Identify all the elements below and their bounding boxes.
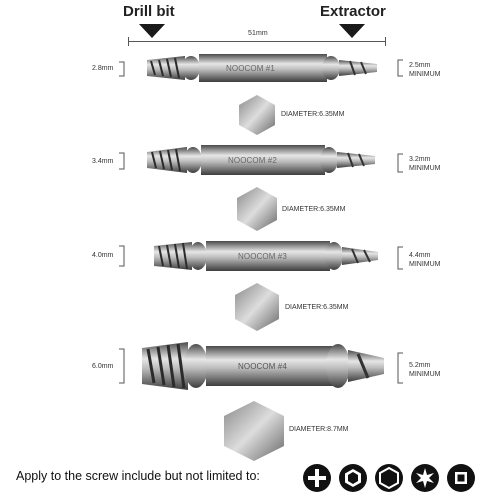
bit-3-brand: NOOCOM #3	[238, 252, 287, 261]
bit-4-right-bracket	[397, 352, 403, 384]
square-icon	[447, 464, 475, 492]
bit-2-diameter: DIAMETER:6.35MM	[282, 206, 346, 213]
bit-2-left-size: 3.4mm	[92, 158, 114, 165]
bit-4-diameter: DIAMETER:8.7MM	[289, 426, 349, 433]
hex-outline-icon	[375, 464, 403, 492]
bit-2-brand: NOOCOM #2	[228, 156, 277, 165]
bit-1-hex-icon	[239, 95, 275, 135]
bit-2-image	[147, 145, 375, 175]
bit-1-right-size: 2.5mm	[409, 62, 431, 69]
drill-bit-header: Drill bit	[123, 3, 175, 20]
bit-3-left-bracket	[119, 245, 125, 267]
torx-icon	[411, 464, 439, 492]
bit-3-right-size: 4.4mm	[409, 252, 431, 259]
bit-4-brand: NOOCOM #4	[238, 362, 287, 371]
bit-3-right-bracket	[397, 246, 403, 270]
phillips-icon	[303, 464, 331, 492]
bit-2-left-bracket	[119, 152, 125, 170]
drill-bit-arrow-icon	[139, 24, 165, 38]
length-tick-left	[128, 37, 129, 46]
bit-2-hex-icon	[237, 187, 277, 231]
bit-3-hex-icon	[235, 283, 279, 331]
bit-4-right-label: MINIMUM	[409, 371, 441, 378]
bit-4-left-size: 6.0mm	[92, 363, 114, 370]
bit-2-right-size: 3.2mm	[409, 156, 431, 163]
bit-1-brand: NOOCOM #1	[226, 64, 275, 73]
length-dimension-line	[128, 41, 386, 42]
bit-1-diameter: DIAMETER:6.35MM	[281, 111, 345, 118]
bit-1-left-bracket	[119, 61, 125, 77]
hex-icon	[339, 464, 367, 492]
bit-4-image	[142, 342, 384, 390]
extractor-arrow-icon	[339, 24, 365, 38]
length-tick-right	[385, 37, 386, 46]
bit-2-right-bracket	[397, 153, 403, 173]
bit-1-right-bracket	[397, 59, 403, 77]
bit-3-left-size: 4.0mm	[92, 252, 114, 259]
bit-3-right-label: MINIMUM	[409, 261, 441, 268]
length-label: 51mm	[248, 30, 268, 37]
bit-4-hex-icon	[224, 401, 284, 461]
bit-4-left-bracket	[119, 348, 125, 384]
bit-1-right-label: MINIMUM	[409, 71, 441, 78]
bit-4-right-size: 5.2mm	[409, 362, 431, 369]
bit-3-image	[154, 241, 378, 271]
bit-3-diameter: DIAMETER:6.35MM	[285, 304, 349, 311]
compatibility-text: Apply to the screw include but not limit…	[16, 469, 260, 483]
bit-1-image	[147, 54, 377, 82]
bit-1-left-size: 2.8mm	[92, 65, 114, 72]
extractor-header: Extractor	[320, 3, 386, 20]
bit-2-right-label: MINIMUM	[409, 165, 441, 172]
